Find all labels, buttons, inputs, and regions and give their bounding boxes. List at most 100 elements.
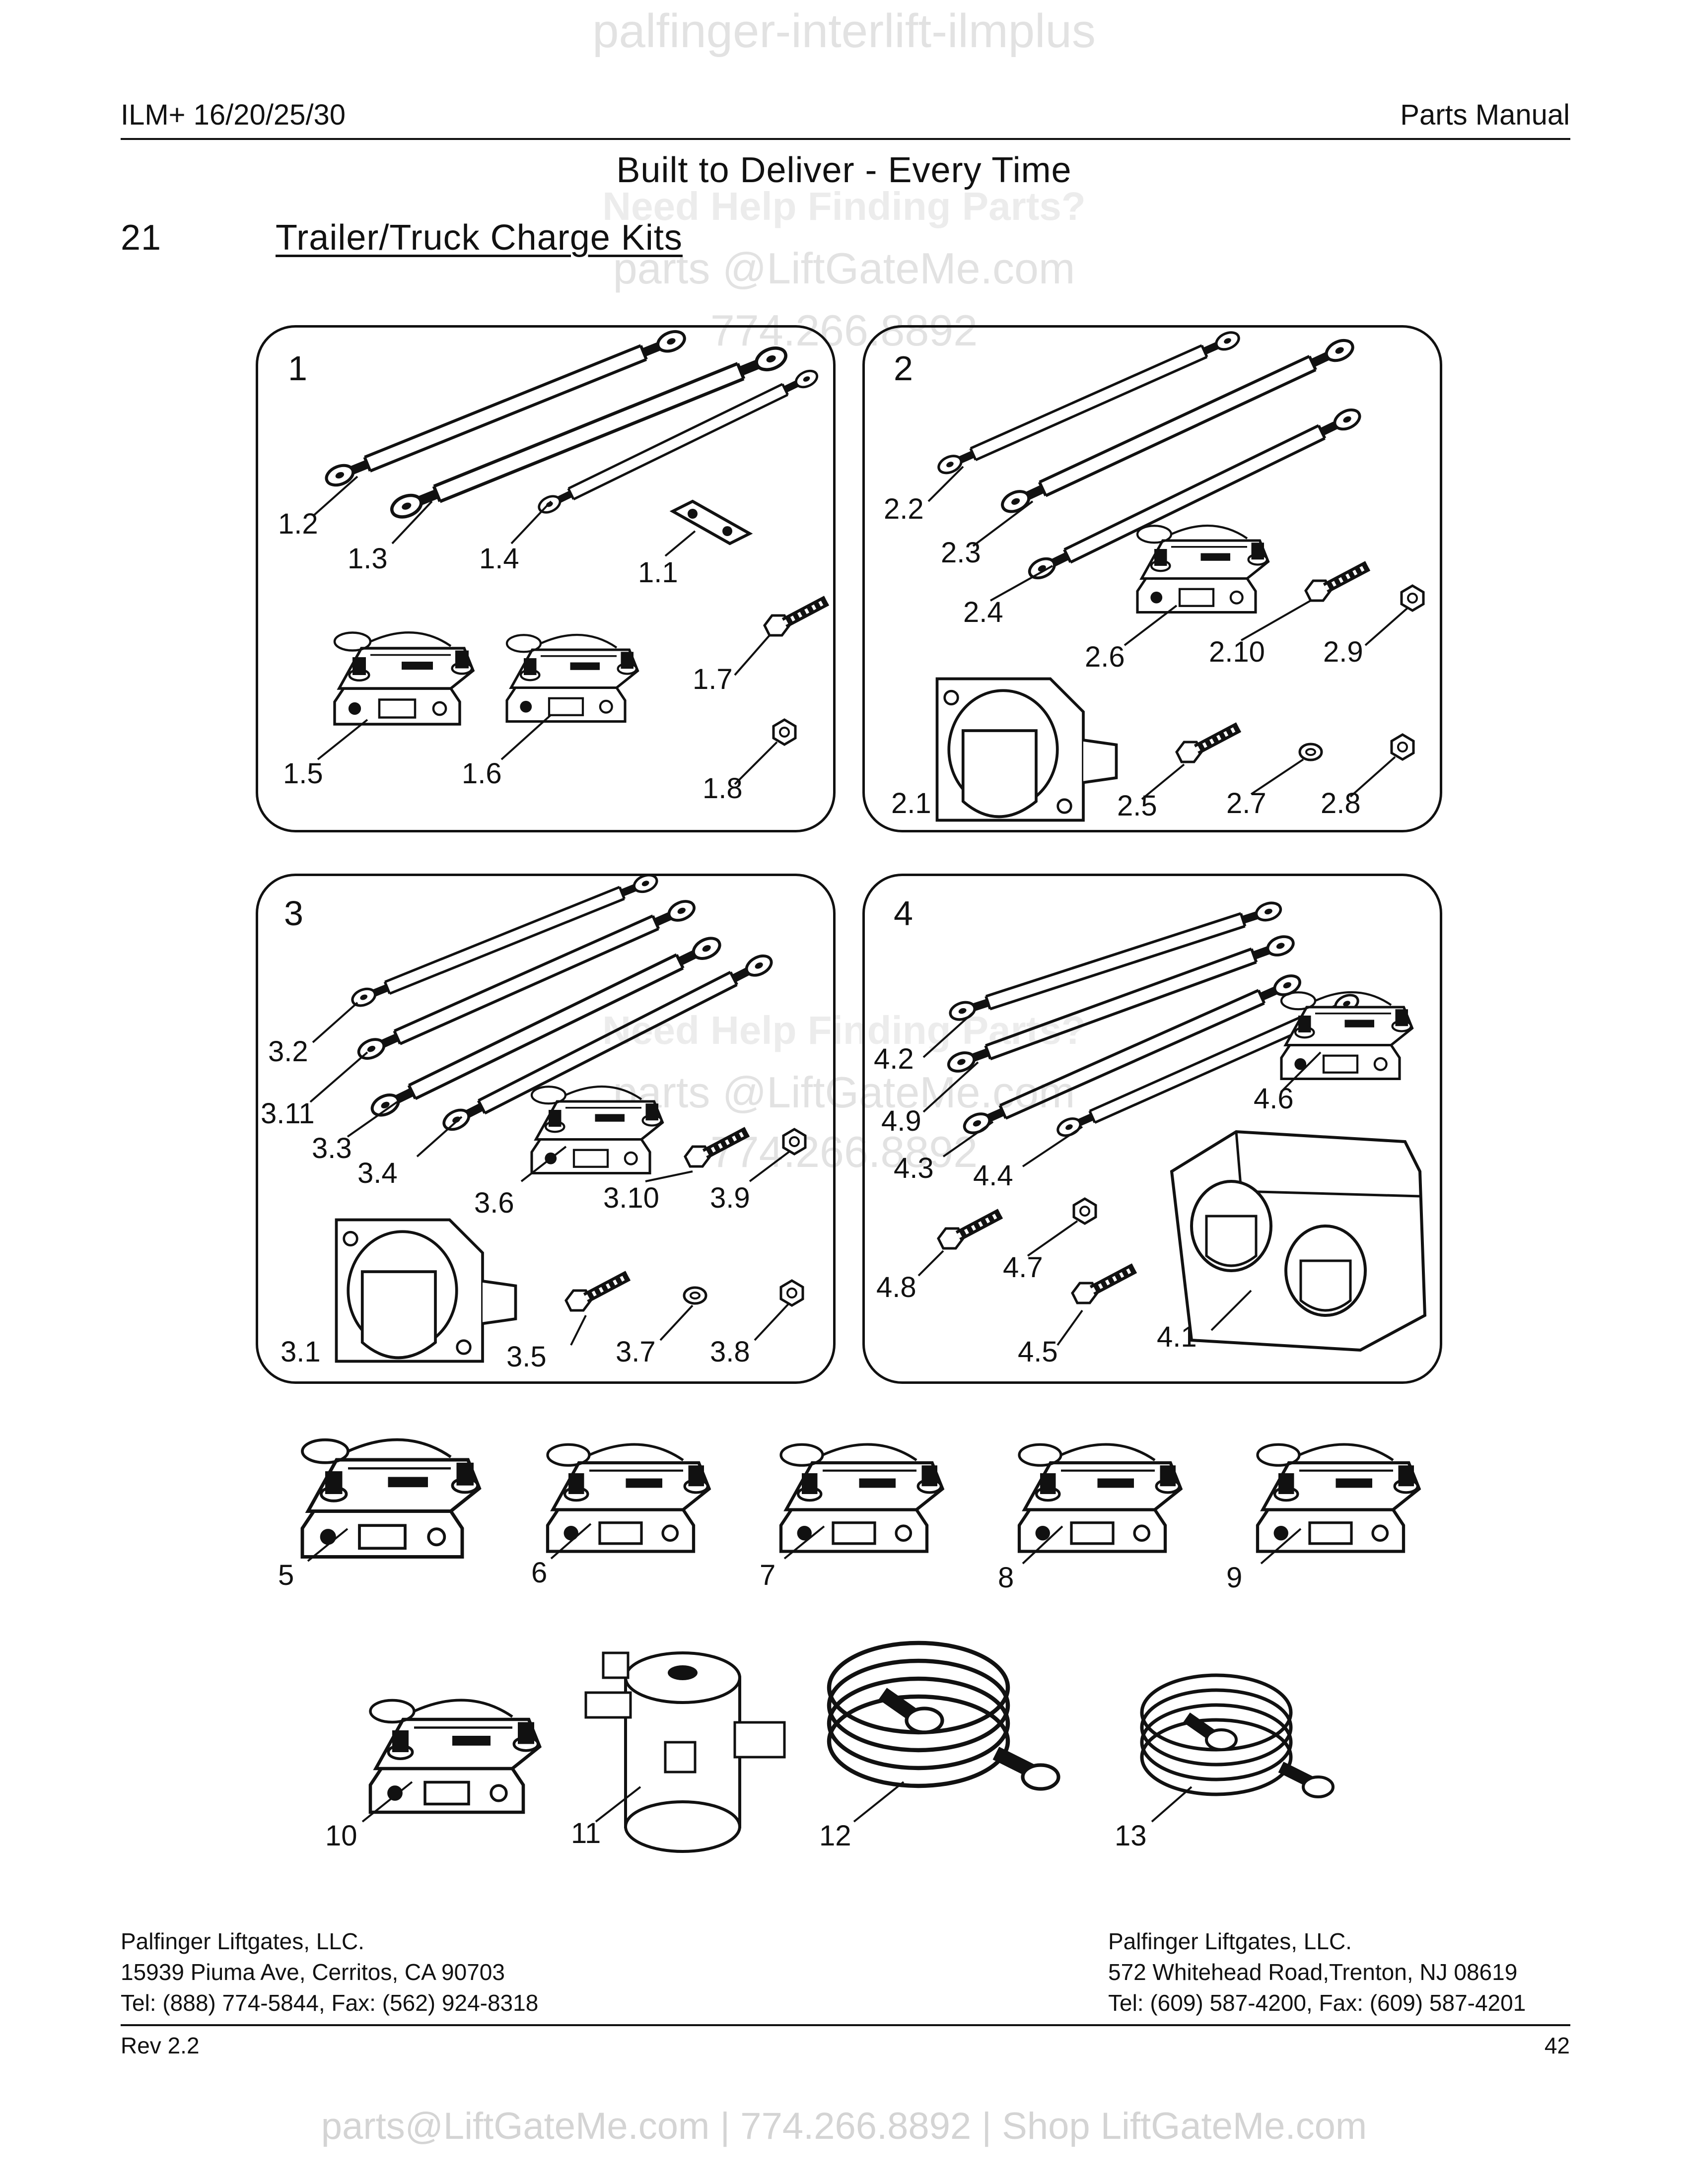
- callout-2-7: 2.7: [1226, 787, 1266, 819]
- footer-rule: [121, 2024, 1570, 2026]
- callout-2-4: 2.4: [963, 596, 1003, 628]
- footer-right-address: Palfinger Liftgates, LLC. 572 Whitehead …: [1108, 1926, 1526, 2018]
- callout-1-5: 1.5: [283, 757, 323, 790]
- socket-3-1: [337, 1220, 516, 1362]
- callout-8: 8: [998, 1562, 1014, 1594]
- header-tagline: Built to Deliver - Every Time: [616, 150, 1072, 190]
- leader-lines: [307, 466, 1408, 1823]
- nut-1-8: [774, 720, 795, 745]
- callout-4-9: 4.9: [881, 1105, 921, 1137]
- footer-right-street: 572 Whitehead Road,Trenton, NJ 08619: [1108, 1959, 1518, 1985]
- breaker-9: [1258, 1444, 1419, 1552]
- callout-1-3: 1.3: [348, 543, 388, 575]
- cable-coil-13: [1142, 1675, 1333, 1797]
- footer-right-company: Palfinger Liftgates, LLC.: [1108, 1928, 1352, 1954]
- nut-3-8: [781, 1281, 803, 1305]
- nut-4-7: [1074, 1199, 1096, 1224]
- callout-9: 9: [1226, 1562, 1243, 1594]
- callout-3-8: 3.8: [710, 1336, 750, 1368]
- callout-4-4: 4.4: [973, 1160, 1013, 1192]
- nut-2-8: [1392, 735, 1413, 759]
- callout-2-1: 2.1: [891, 787, 931, 819]
- callout-11: 11: [571, 1817, 601, 1849]
- callout-3-1: 3.1: [281, 1336, 321, 1368]
- callout-5: 5: [278, 1559, 294, 1591]
- watermark-help: Need Help Finding Parts?: [602, 184, 1086, 228]
- panel-2-number: 2: [894, 349, 913, 388]
- callout-2-8: 2.8: [1321, 787, 1361, 819]
- bolt-4-8: [938, 1214, 1000, 1248]
- panel-1-number: 1: [288, 349, 307, 388]
- section-number: 21: [121, 218, 162, 258]
- watermark-help-2: Need Help Finding Parts?: [602, 1008, 1086, 1052]
- breaker-1-5: [335, 632, 473, 724]
- washer-2-7: [1300, 744, 1322, 760]
- callout-10: 10: [325, 1820, 357, 1852]
- callout-2-2: 2.2: [884, 493, 924, 525]
- breaker-6: [548, 1444, 709, 1552]
- header-model: ILM+ 16/20/25/30: [121, 99, 346, 131]
- callout-3-4: 3.4: [357, 1157, 398, 1189]
- callout-1-6: 1.6: [462, 757, 502, 790]
- cable-1-2: [324, 328, 688, 489]
- panel-2: [862, 325, 1442, 832]
- footer-left-address: Palfinger Liftgates, LLC. 15939 Piuma Av…: [121, 1926, 538, 2018]
- watermark-top: palfinger-interlift-ilmplus: [592, 4, 1096, 58]
- bolt-4-5: [1072, 1268, 1134, 1303]
- socket-2-1: [937, 679, 1117, 820]
- callout-13: 13: [1115, 1820, 1147, 1852]
- footer-revision: Rev 2.2: [121, 2033, 200, 2058]
- breaker-7: [781, 1444, 943, 1552]
- callout-3-2: 3.2: [268, 1035, 308, 1068]
- callout-2-9: 2.9: [1323, 636, 1363, 668]
- cable-3-11: [356, 898, 697, 1062]
- bolt-3-10: [685, 1132, 747, 1166]
- breaker-8: [1019, 1444, 1181, 1552]
- callout-2-10: 2.10: [1209, 636, 1265, 668]
- callout-2-6: 2.6: [1085, 641, 1125, 673]
- callout-4-6: 4.6: [1254, 1083, 1294, 1115]
- callout-4-2: 4.2: [874, 1043, 914, 1075]
- breaker-1-6: [507, 635, 638, 721]
- cable-2-2: [936, 329, 1241, 476]
- watermark-email: parts @LiftGateMe.com: [613, 244, 1075, 293]
- footer-left-street: 15939 Piuma Ave, Cerritos, CA 90703: [121, 1959, 505, 1985]
- callout-1-2: 1.2: [278, 508, 318, 540]
- callout-3-7: 3.7: [616, 1336, 656, 1368]
- bracket-1-1: [669, 499, 753, 546]
- cable-3-2: [350, 872, 659, 1009]
- footer-right-phone: Tel: (609) 587-4200, Fax: (609) 587-4201: [1108, 1990, 1526, 2016]
- footer-left-company: Palfinger Liftgates, LLC.: [121, 1928, 364, 1954]
- panel-1: [256, 325, 836, 832]
- panel-4-number: 4: [894, 894, 913, 933]
- header-rule: [121, 138, 1570, 140]
- bolt-2-5: [1177, 727, 1239, 762]
- bolt-2-10: [1306, 566, 1368, 601]
- panel-3: [256, 874, 836, 1384]
- solenoid-11: [584, 1651, 786, 1853]
- callout-1-4: 1.4: [479, 543, 519, 575]
- panel-3-number: 3: [284, 894, 303, 933]
- callout-3-9: 3.9: [710, 1182, 750, 1214]
- page-number: 42: [1544, 2033, 1570, 2058]
- nut-2-9: [1402, 586, 1423, 611]
- watermark-phone-2: 774.266.8892: [710, 1127, 978, 1176]
- cable-coil-12: [829, 1643, 1058, 1789]
- callout-4-7: 4.7: [1003, 1251, 1043, 1284]
- bolt-1-7: [765, 601, 827, 635]
- callout-6: 6: [531, 1557, 548, 1589]
- callout-1-8: 1.8: [703, 772, 743, 805]
- callout-12: 12: [819, 1820, 851, 1852]
- header-manual: Parts Manual: [1400, 99, 1570, 131]
- callout-4-3: 4.3: [894, 1152, 934, 1184]
- callout-4-5: 4.5: [1018, 1336, 1058, 1368]
- washer-3-7: [684, 1288, 706, 1303]
- breaker-2-6: [1137, 526, 1268, 612]
- bolt-3-5: [566, 1276, 628, 1310]
- callout-3-10: 3.10: [603, 1182, 659, 1214]
- cable-1-4: [536, 368, 820, 516]
- callout-4-8: 4.8: [876, 1271, 916, 1303]
- panel-4: [862, 874, 1442, 1384]
- nut-3-9: [783, 1129, 805, 1154]
